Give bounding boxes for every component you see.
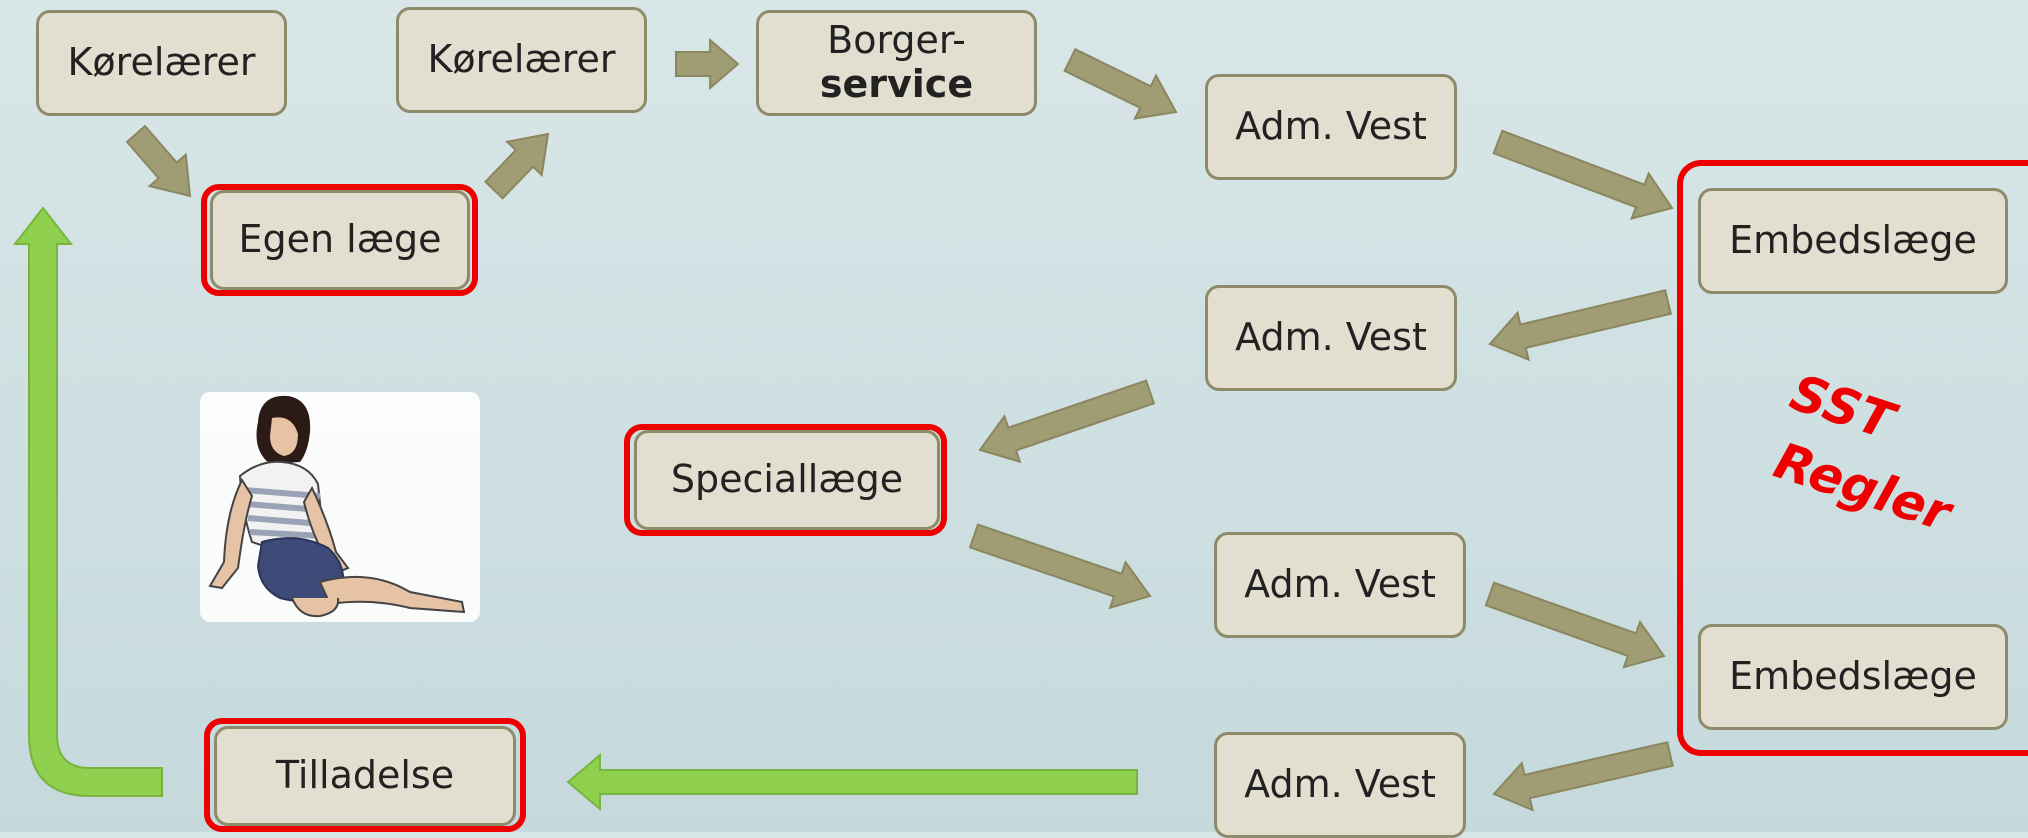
adm-vest-box-2: Adm. Vest bbox=[1205, 285, 1457, 391]
borgerservice-label-line1: Borger- bbox=[827, 18, 966, 63]
flow-arrow-adm-vest-to-speciallaege bbox=[978, 379, 1156, 464]
adm-vest-label-3: Adm. Vest bbox=[1244, 562, 1436, 607]
sst-rules-frame bbox=[1677, 160, 2028, 756]
flow-arrow-borgerservice-to-adm-vest bbox=[1063, 47, 1178, 120]
flow-arrow-korelaerer-to-borgerservice bbox=[675, 37, 740, 91]
embedslaege-box-1: Embedslæge bbox=[1698, 188, 2008, 294]
flow-arrow-speciallaege-to-adm-vest bbox=[968, 523, 1152, 610]
return-arrow-up bbox=[12, 206, 163, 797]
korelaerer-label-2: Kørelærer bbox=[427, 37, 616, 82]
embedslaege-label-2: Embedslæge bbox=[1729, 654, 1977, 699]
korelaerer-box-1: Kørelærer bbox=[36, 10, 287, 116]
adm-vest-box-3: Adm. Vest bbox=[1214, 532, 1466, 638]
korelaerer-box-2: Kørelærer bbox=[396, 7, 647, 113]
borgerservice-label-line2: service bbox=[819, 62, 974, 106]
flow-arrow-korelaerer-to-egen-laege bbox=[125, 124, 192, 198]
adm-vest-box-4: Adm. Vest bbox=[1214, 732, 1466, 838]
flow-arrow-adm-vest-to-embedslaege bbox=[1492, 129, 1674, 220]
egen-laege-label: Egen læge bbox=[238, 217, 442, 262]
embedslaege-label-1: Embedslæge bbox=[1729, 218, 1977, 263]
egen-laege-box: Egen læge bbox=[210, 190, 470, 290]
speciallaege-box: Speciallæge bbox=[634, 430, 940, 530]
borgerservice-box: Borger- service bbox=[756, 10, 1037, 116]
flow-arrow-adm-vest-to-embedslaege-2 bbox=[1484, 581, 1666, 669]
flow-arrow-egen-laege-to-korelaerer bbox=[483, 132, 550, 200]
sitting-woman-illustration bbox=[200, 392, 480, 622]
adm-vest-label-4: Adm. Vest bbox=[1244, 762, 1436, 807]
tilladelse-label: Tilladelse bbox=[275, 753, 455, 798]
speciallaege-highlight bbox=[624, 424, 947, 536]
adm-vest-box-1: Adm. Vest bbox=[1205, 74, 1457, 180]
tilladelse-highlight bbox=[204, 718, 526, 832]
flow-arrow-embedslaege-to-adm-vest bbox=[1488, 289, 1673, 362]
adm-vest-label-2: Adm. Vest bbox=[1235, 315, 1427, 360]
adm-vest-label-1: Adm. Vest bbox=[1235, 104, 1427, 149]
speciallaege-label: Speciallæge bbox=[670, 457, 904, 502]
flow-arrow-embedslaege-to-adm-vest-2 bbox=[1492, 741, 1674, 812]
tilladelse-box: Tilladelse bbox=[214, 726, 516, 826]
egen-laege-highlight bbox=[201, 184, 478, 296]
return-arrow-left bbox=[566, 752, 1138, 812]
embedslaege-box-2: Embedslæge bbox=[1698, 624, 2008, 730]
korelaerer-label-1: Kørelærer bbox=[67, 40, 256, 85]
